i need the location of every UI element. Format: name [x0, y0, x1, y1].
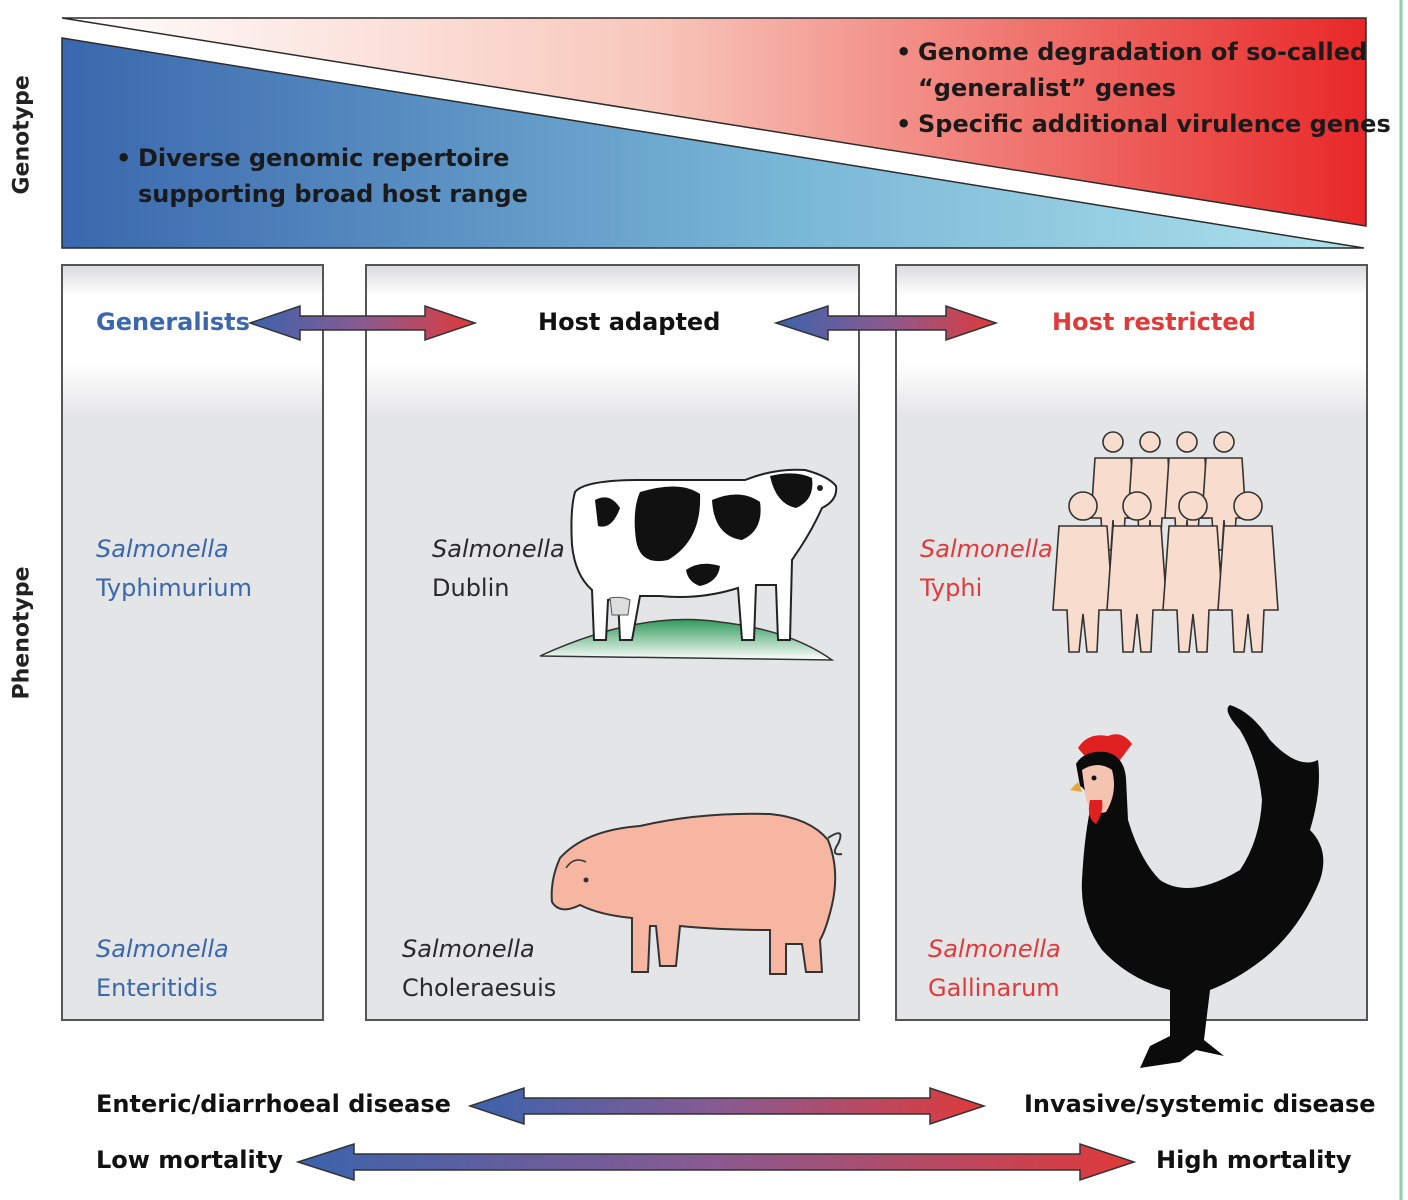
genotype-specialist-wedge	[61, 17, 1367, 227]
double-arrow-icon	[467, 1086, 987, 1126]
specialist-note-2: Specific additional virulence genes	[918, 110, 1391, 138]
pig-icon	[550, 812, 843, 975]
double-arrow-icon	[295, 1142, 1137, 1182]
species-gallinarum: Salmonella Gallinarum	[928, 935, 1061, 1002]
header-host-restricted: Host restricted	[1052, 308, 1256, 336]
species-choleraesuis: Salmonella Choleraesuis	[402, 935, 557, 1002]
mortality-right-label: High mortality	[1156, 1146, 1352, 1174]
species-typhimurium: Salmonella Typhimurium	[96, 535, 252, 602]
double-arrow-icon	[247, 304, 478, 342]
specialist-note-1-line-1: Genome degradation of so-called	[918, 38, 1368, 66]
generalist-genotype-note: •Diverse genomic repertoire supporting b…	[116, 140, 528, 212]
species-enteritidis: Salmonella Enteritidis	[96, 935, 229, 1002]
bullet: •	[896, 38, 912, 66]
human-figures-icon	[1052, 431, 1279, 653]
bullet: •	[116, 144, 132, 172]
generalist-note-line-1: Diverse genomic repertoire	[138, 144, 510, 172]
mortality-left-label: Low mortality	[96, 1146, 283, 1174]
bullet: •	[896, 110, 912, 138]
phenotype-axis-label: Phenotype	[9, 566, 35, 700]
disease-right-label: Invasive/systemic disease	[1024, 1090, 1376, 1118]
header-generalists: Generalists	[96, 308, 250, 336]
generalist-note-line-2: supporting broad host range	[138, 180, 528, 208]
panel-generalists	[61, 264, 324, 1021]
genotype-generalist-wedge	[61, 37, 1365, 249]
rooster-icon	[1070, 705, 1324, 1068]
species-typhi: Salmonella Typhi	[920, 535, 1053, 602]
double-arrow-icon	[773, 304, 999, 342]
cow-icon	[539, 468, 838, 661]
disease-left-label: Enteric/diarrhoeal disease	[96, 1090, 451, 1118]
specialist-note-1-line-2: “generalist” genes	[918, 74, 1177, 102]
genotype-axis-label: Genotype	[9, 75, 35, 195]
species-dublin: Salmonella Dublin	[432, 535, 565, 602]
header-host-adapted: Host adapted	[538, 308, 721, 336]
specialist-genotype-note: •Genome degradation of so-called “genera…	[896, 34, 1391, 142]
